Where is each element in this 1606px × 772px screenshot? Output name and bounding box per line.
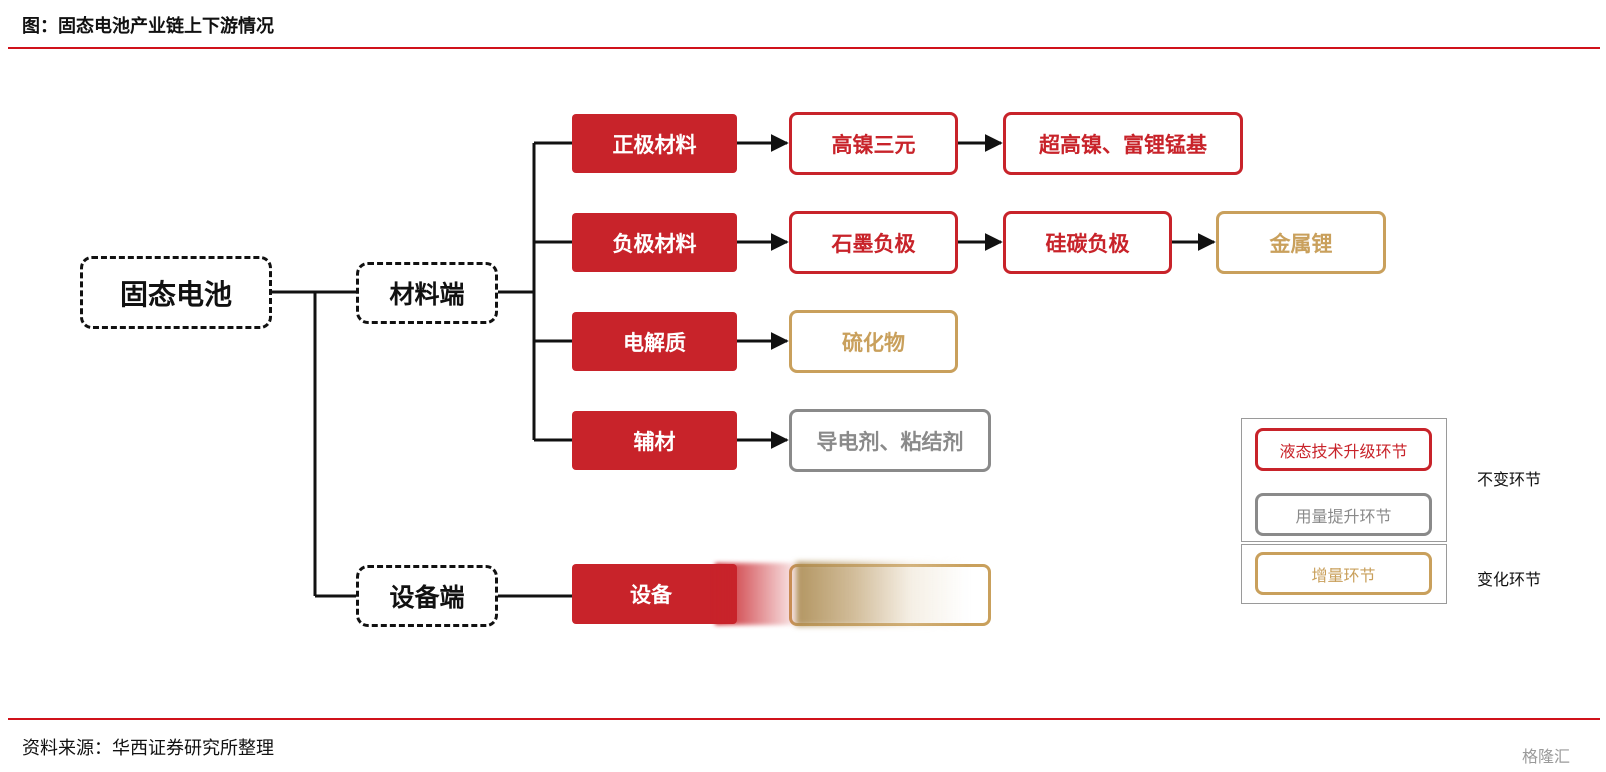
node-silicon-carbon-anode: 硅碳负极	[1003, 211, 1172, 274]
top-rule	[8, 47, 1600, 49]
node-sulfide: 硫化物	[789, 310, 958, 373]
node-electrolyte: 电解质	[572, 312, 737, 371]
device-blur-overlay	[715, 563, 805, 625]
legend-liquid-upgrade: 液态技术升级环节	[1255, 428, 1432, 471]
node-equipment: 设备端	[356, 565, 498, 627]
node-lithium-metal: 金属锂	[1216, 211, 1386, 274]
source-note: 资料来源：华西证券研究所整理	[22, 738, 274, 759]
figure-title: 图：固态电池产业链上下游情况	[22, 16, 274, 37]
legend-usage-increase: 用量提升环节	[1255, 493, 1432, 536]
node-device: 设备	[572, 564, 737, 624]
node-materials: 材料端	[356, 262, 498, 324]
node-anode-material: 负极材料	[572, 213, 737, 272]
node-graphite-anode: 石墨负极	[789, 211, 958, 274]
node-auxiliary: 辅材	[572, 411, 737, 470]
legend-frame-unchanged	[1241, 418, 1447, 542]
node-solid-state-battery: 固态电池	[80, 256, 272, 329]
node-conductive-binder: 导电剂、粘结剂	[789, 409, 991, 472]
device-outcome-blur-overlay	[796, 562, 968, 626]
legend-group-changed: 变化环节	[1477, 570, 1542, 589]
bottom-rule	[8, 718, 1600, 720]
watermark: 格隆汇	[1522, 747, 1571, 766]
legend-frame-changed	[1241, 544, 1447, 604]
node-ultra-high-nickel-li-rich-mn: 超高镍、富锂锰基	[1003, 112, 1243, 175]
legend-group-unchanged: 不变环节	[1477, 470, 1542, 489]
node-cathode-material: 正极材料	[572, 114, 737, 173]
legend-incremental: 增量环节	[1255, 552, 1432, 595]
node-high-nickel-ternary: 高镍三元	[789, 112, 958, 175]
